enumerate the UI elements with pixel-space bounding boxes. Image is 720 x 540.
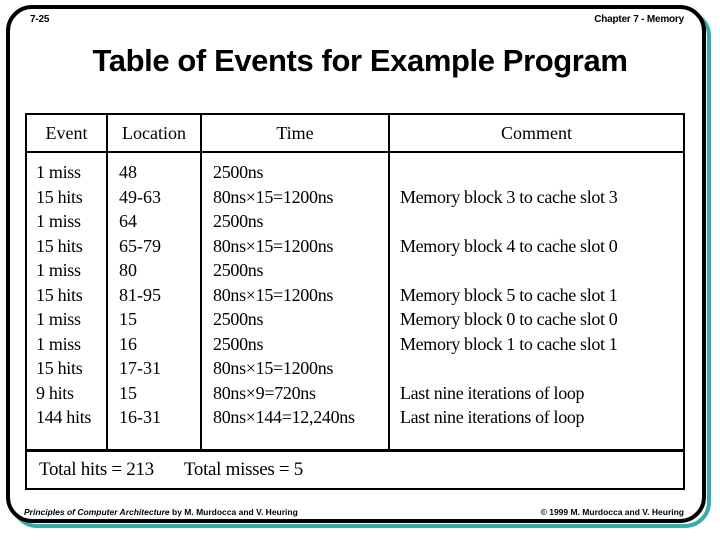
cell-location: 80 bbox=[119, 260, 137, 280]
footer-byline: by M. Murdocca and V. Heuring bbox=[169, 507, 298, 517]
cell-time: 80ns×9=720ns bbox=[213, 382, 316, 403]
cell-location: 81-95 bbox=[119, 284, 161, 305]
cell-location: 15 bbox=[119, 382, 137, 403]
cell-time: 2500ns bbox=[213, 211, 264, 231]
cell-location: 64 bbox=[119, 211, 137, 231]
cell-event: 15 hits bbox=[36, 235, 83, 256]
cell-comment: Last nine iterations of loop bbox=[400, 407, 585, 427]
cell-event: 1 miss bbox=[36, 162, 81, 182]
cell-comment: Memory block 1 to cache slot 1 bbox=[400, 333, 618, 354]
cell-comment-spacer bbox=[400, 209, 685, 234]
column-header-comment: Comment bbox=[501, 122, 572, 143]
cell-event: 15 hits bbox=[36, 186, 83, 207]
total-hits-label: Total hits = 213 bbox=[39, 459, 154, 480]
page-number: 7-25 bbox=[30, 14, 50, 25]
column-header-location: Location bbox=[108, 115, 202, 151]
cell-location: 49-63 bbox=[119, 186, 161, 207]
cell-time: 80ns×15=1200ns bbox=[213, 235, 334, 256]
cell-comment: Memory block 3 to cache slot 3 bbox=[400, 186, 618, 207]
cell-time: 80ns×15=1200ns bbox=[213, 358, 334, 378]
cell-event: 9 hits bbox=[36, 382, 74, 403]
page-title: Table of Events for Example Program bbox=[92, 43, 628, 78]
column-time: 2500ns 80ns×15=1200ns 2500ns 80ns×15=120… bbox=[202, 153, 390, 449]
table-header-row: Event Location Time Comment bbox=[27, 115, 683, 153]
cell-location: 16 bbox=[119, 333, 137, 354]
column-comment: Memory block 3 to cache slot 3 Memory bl… bbox=[390, 153, 685, 449]
footer-book-title: Principles of Computer Architecture bbox=[24, 507, 170, 517]
column-event: 1 miss 15 hits 1 miss 15 hits 1 miss 15 … bbox=[27, 153, 108, 449]
cell-comment: Memory block 0 to cache slot 0 bbox=[400, 309, 618, 329]
chapter-label: Chapter 7 - Memory bbox=[594, 14, 684, 25]
slide-header: 7-25 Chapter 7 - Memory bbox=[14, 10, 698, 36]
cell-time: 2500ns bbox=[213, 162, 264, 182]
table-body: 1 miss 15 hits 1 miss 15 hits 1 miss 15 … bbox=[27, 153, 683, 449]
cell-time: 80ns×144=12,240ns bbox=[213, 407, 355, 427]
cell-time: 2500ns bbox=[213, 309, 264, 329]
cell-comment: Last nine iterations of loop bbox=[400, 382, 585, 403]
cell-comment: Memory block 4 to cache slot 0 bbox=[400, 235, 618, 256]
cell-event: 15 hits bbox=[36, 358, 83, 378]
cell-event: 15 hits bbox=[36, 284, 83, 305]
events-table: Event Location Time Comment 1 miss 15 hi… bbox=[25, 113, 685, 451]
slide-footer: Principles of Computer Architecture by M… bbox=[24, 507, 684, 523]
cell-time: 2500ns bbox=[213, 260, 264, 280]
cell-time: 2500ns bbox=[213, 333, 264, 354]
cell-comment-spacer bbox=[400, 356, 685, 381]
cell-location: 15 bbox=[119, 309, 137, 329]
column-location: 48 49-63 64 65-79 80 81-95 15 16 17-31 1… bbox=[108, 153, 202, 449]
total-misses-label: Total misses = 5 bbox=[183, 459, 303, 480]
cell-location: 65-79 bbox=[119, 235, 161, 256]
cell-time: 80ns×15=1200ns bbox=[213, 284, 334, 305]
cell-event: 144 hits bbox=[36, 407, 92, 427]
column-header-time: Time bbox=[202, 115, 390, 151]
cell-comment: Memory block 5 to cache slot 1 bbox=[400, 284, 618, 305]
column-header-event: Event bbox=[27, 115, 108, 151]
footer-attribution: Principles of Computer Architecture by M… bbox=[24, 507, 298, 517]
cell-event: 1 miss bbox=[36, 211, 81, 231]
cell-location: 16-31 bbox=[119, 407, 161, 427]
totals-bar: Total hits = 213 Total misses = 5 bbox=[25, 450, 685, 490]
cell-event: 1 miss bbox=[36, 309, 81, 329]
cell-location: 17-31 bbox=[119, 358, 161, 378]
cell-comment-spacer bbox=[400, 160, 685, 185]
cell-event: 1 miss bbox=[36, 260, 81, 280]
cell-comment-spacer bbox=[400, 258, 685, 283]
cell-event: 1 miss bbox=[36, 333, 81, 354]
footer-copyright: © 1999 M. Murdocca and V. Heuring bbox=[540, 507, 684, 517]
cell-location: 48 bbox=[119, 162, 137, 182]
cell-time: 80ns×15=1200ns bbox=[213, 186, 334, 207]
